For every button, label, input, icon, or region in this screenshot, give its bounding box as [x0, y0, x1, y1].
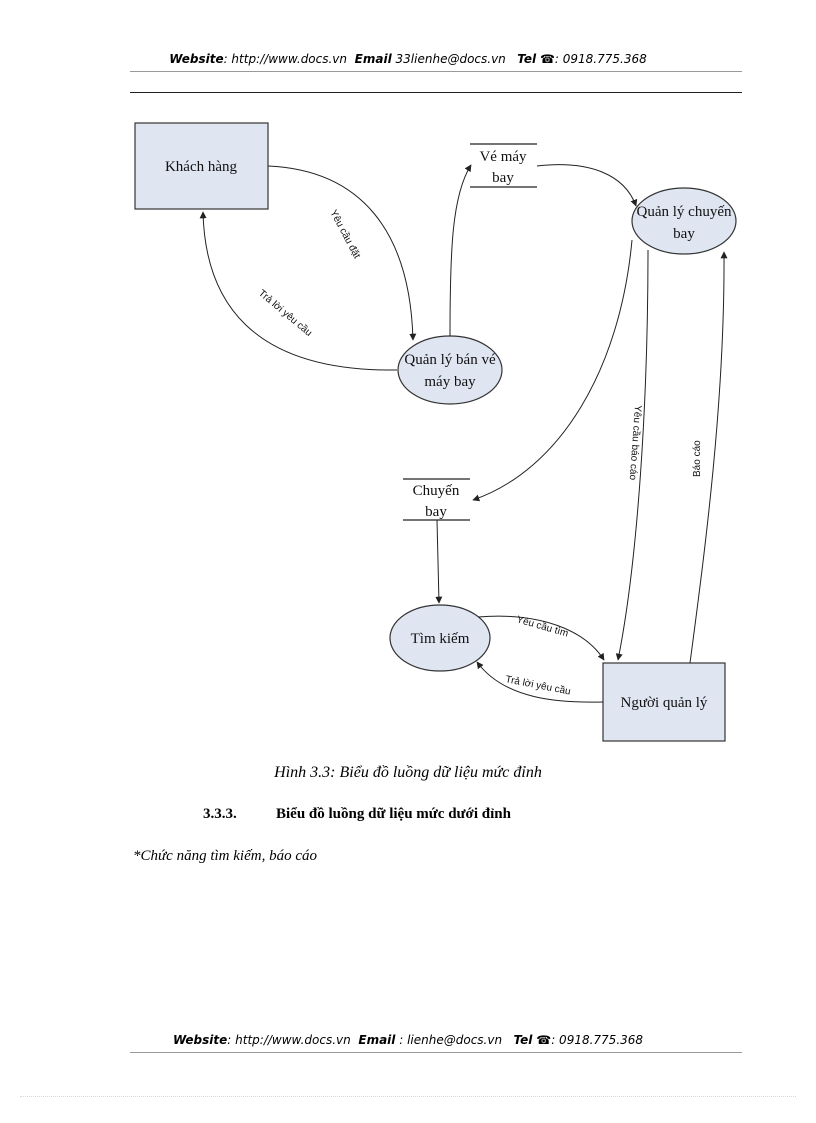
process-search: Tìm kiếm — [389, 604, 491, 672]
section-title: Biểu đồ luồng dữ liệu mức dưới đỉnh — [276, 806, 511, 822]
data-flow-diagram: Khách hàng Người quản lý Quản lý bán vé … — [134, 122, 737, 742]
footer-tel: : 0918.775.368 — [551, 1033, 644, 1047]
entity-manager-label: Người quản lý — [621, 695, 708, 711]
process-flight-mgmt-line2: bay — [673, 226, 695, 242]
process-flight-mgmt-line1: Quản lý chuyến — [637, 204, 732, 220]
footer-email: : lienhe@docs.vn — [399, 1033, 503, 1047]
header-email: 33lienhe@docs.vn — [395, 52, 506, 66]
process-ticket-sales-line1: Quản lý bán vé — [404, 352, 496, 368]
header-email-label: Email — [354, 52, 392, 66]
header-website-label: Website — [169, 52, 224, 66]
flow-flightmgmt-to-flights — [472, 239, 633, 502]
footer-rule — [130, 1052, 742, 1053]
flow-manager-to-search — [476, 661, 604, 703]
store-flights-line1: Chuyến — [413, 483, 460, 499]
entity-manager: Người quản lý — [602, 662, 726, 742]
process-ticket-sales-line2: máy bay — [424, 374, 476, 390]
page-footer: Website: http://www.docs.vn Email : lien… — [0, 1033, 816, 1047]
flow-label-search-reply: Trả lời yêu cầu — [504, 673, 571, 697]
flow-sales-to-tickets — [449, 164, 472, 337]
flow-label-report: Báo cáo — [692, 440, 703, 477]
footer-email-label: Email — [358, 1033, 396, 1047]
flow-label-report-request: Yêu cầu báo cáo — [627, 405, 644, 481]
header-rule-2 — [130, 92, 742, 93]
store-tickets-line1: Vé máy — [479, 149, 527, 165]
process-search-label: Tìm kiếm — [411, 631, 470, 647]
process-ticket-sales: Quản lý bán vé máy bay — [397, 335, 503, 405]
header-website: : http://www.docs.vn — [223, 52, 348, 66]
store-flights: Chuyến bay — [403, 478, 470, 521]
flow-flightmgmt-to-manager — [615, 249, 649, 661]
process-flight-mgmt: Quản lý chuyến bay — [631, 187, 737, 255]
header-tel: : 0918.775.368 — [554, 52, 647, 66]
entity-customer: Khách hàng — [134, 122, 269, 210]
flow-manager-to-flightmgmt — [689, 251, 728, 664]
phone-icon: ☎ — [536, 1033, 552, 1047]
flow-flights-to-search — [435, 519, 443, 604]
header-rule — [130, 71, 742, 72]
footer-website-label: Website — [172, 1033, 228, 1047]
flow-label-booking-request: Yêu cầu đặt — [327, 208, 363, 261]
footer-website: : http://www.docs.vn — [227, 1033, 351, 1047]
flow-search-to-manager — [477, 615, 605, 661]
section-number: 3.3.3. — [203, 806, 237, 822]
flow-sales-to-customer — [199, 211, 398, 371]
section-heading: 3.3.3. Biểu đồ luồng dữ liệu mức dưới đỉn… — [203, 806, 511, 823]
figure-caption: Hình 3.3: Biểu đồ luồng dữ liệu mức đỉnh — [274, 764, 542, 781]
flow-label-search-request: Yêu cầu tìm — [515, 613, 570, 639]
store-flights-line2: bay — [425, 504, 447, 520]
flow-label-request-reply: Trả lời yêu cầu — [256, 287, 314, 339]
page-bottom-border — [20, 1096, 796, 1097]
header-tel-label: Tel — [517, 52, 537, 66]
store-tickets-line2: bay — [492, 170, 514, 186]
function-note: *Chức năng tìm kiếm, báo cáo — [133, 848, 317, 864]
entity-customer-label: Khách hàng — [165, 159, 238, 175]
flow-customer-to-sales — [267, 165, 417, 341]
phone-icon: ☎ — [539, 52, 555, 66]
footer-tel-label: Tel — [513, 1033, 533, 1047]
flow-tickets-to-flightmgmt — [536, 164, 638, 207]
flow-lines — [199, 164, 728, 703]
store-tickets: Vé máy bay — [470, 143, 537, 188]
page-header: Website: http://www.docs.vn Email 33lien… — [0, 52, 816, 66]
